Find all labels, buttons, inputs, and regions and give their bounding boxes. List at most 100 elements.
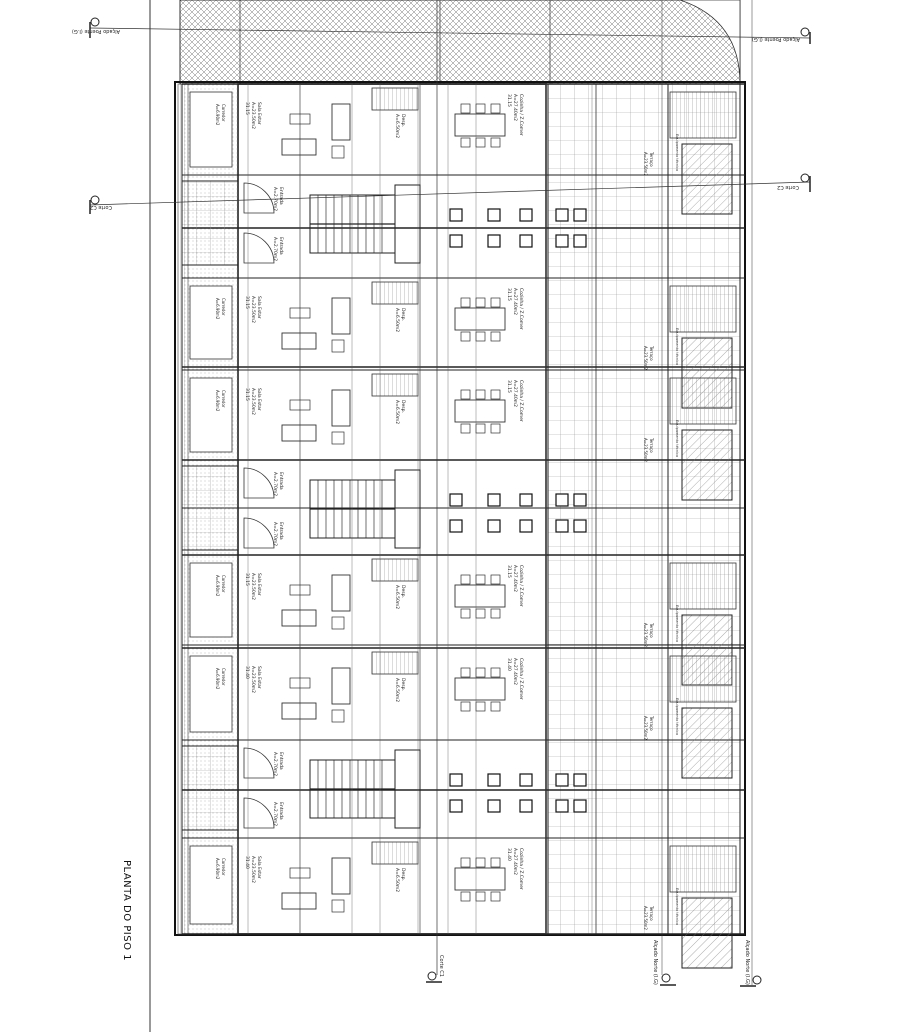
appliance	[573, 799, 587, 813]
room-area-terrace: A=23.50m2	[643, 346, 648, 370]
corridor-room	[189, 655, 233, 733]
chair	[460, 297, 471, 308]
room-area-terrace: A=23.50m2	[643, 438, 648, 462]
room-name-kitchen: Cozinha / Z.Comer	[518, 288, 524, 330]
room-area-storage: A=6.50m2	[394, 678, 400, 702]
equipment-box	[681, 707, 733, 779]
chair	[475, 857, 486, 868]
room-area-terrace: A=23.50m2	[643, 716, 648, 740]
appliance	[449, 799, 463, 813]
room-area-corridor: A=6.90m2	[215, 575, 220, 597]
armchair	[281, 424, 317, 442]
room-area-living: A=23.50m2	[250, 102, 256, 129]
room-name-storage: Desp.	[400, 585, 406, 598]
chair	[490, 103, 501, 114]
equipment-label: Equipamento técnico	[675, 328, 679, 365]
room-name-terrace: Terraço	[649, 345, 654, 361]
room-area-entrance: A=2.70m2	[272, 522, 278, 546]
closet	[371, 373, 419, 397]
room-name-terrace: Terraço	[649, 151, 654, 167]
room-area-entrance: A=2.70m2	[272, 802, 278, 826]
sofa	[331, 574, 351, 612]
room-area-corridor: A=6.90m2	[215, 858, 220, 880]
chair	[475, 701, 486, 712]
chair	[475, 574, 486, 585]
chair	[475, 331, 486, 342]
coffee-table	[289, 307, 311, 319]
side-table	[331, 616, 345, 630]
planter	[669, 91, 737, 139]
sofa	[331, 857, 351, 895]
room-name-entrance: Entrada	[278, 472, 284, 490]
appliance	[449, 773, 463, 787]
chair	[490, 701, 501, 712]
elevation-mark: 31.15	[506, 565, 512, 578]
appliance	[519, 234, 533, 248]
room-name-living: Sala Estar	[256, 666, 262, 689]
dining-table	[454, 399, 506, 423]
corridor-room	[189, 562, 233, 638]
room-area-kitchen: A=27.40m2	[512, 380, 518, 407]
appliance	[555, 208, 569, 222]
chair	[490, 857, 501, 868]
room-name-entrance: Entrada	[278, 802, 284, 820]
equipment-column	[667, 83, 741, 935]
coffee-table	[289, 399, 311, 411]
chair	[475, 608, 486, 619]
chair	[460, 331, 471, 342]
svg-text:Alçado Norte (I.G): Alçado Norte (I.G)	[652, 940, 658, 985]
chair	[475, 137, 486, 148]
room-name-terrace: Terraço	[649, 905, 654, 921]
room-name-kitchen: Cozinha / Z.Comer	[518, 94, 524, 136]
chair	[460, 667, 471, 678]
equipment-label: Equipamento técnico	[675, 134, 679, 171]
chair	[460, 137, 471, 148]
coffee-table	[289, 677, 311, 689]
corridor-room	[189, 377, 233, 453]
appliance	[487, 493, 501, 507]
garden-area	[179, 0, 741, 85]
room-name-kitchen: Cozinha / Z.Comer	[518, 848, 524, 890]
svg-text:Corte C2: Corte C2	[777, 184, 799, 190]
corridor-room	[189, 845, 233, 925]
chair	[460, 103, 471, 114]
door-swing	[243, 467, 275, 499]
entrance-porch	[181, 465, 239, 551]
sofa	[331, 389, 351, 427]
closet	[371, 558, 419, 582]
chair	[490, 608, 501, 619]
elevation-mark: 31.40	[244, 856, 250, 869]
appliance	[519, 799, 533, 813]
side-table	[331, 339, 345, 353]
planter	[669, 377, 737, 425]
chair	[460, 574, 471, 585]
section-marker-mid: Corte C2 Corte C2	[89, 173, 811, 214]
chair	[460, 891, 471, 902]
side-table	[331, 899, 345, 913]
elevation-mark: 31.15	[506, 380, 512, 393]
room-name-entrance: Entrada	[278, 522, 284, 540]
elevation-mark: 31.40	[244, 666, 250, 679]
room-area-kitchen: A=27.40m2	[512, 565, 518, 592]
chair	[490, 297, 501, 308]
room-name-kitchen: Cozinha / Z.Comer	[518, 380, 524, 422]
door-swing	[243, 747, 275, 779]
door-swing	[243, 517, 275, 549]
elevation-mark: 31.15	[244, 296, 250, 309]
chair	[475, 103, 486, 114]
chair	[460, 423, 471, 434]
dining-table	[454, 584, 506, 608]
room-area-kitchen: A=27.40m2	[512, 288, 518, 315]
room-area-entrance: A=2.70m2	[272, 752, 278, 776]
room-area-terrace: A=23.50m2	[643, 152, 648, 176]
chair	[490, 891, 501, 902]
room-area-corridor: A=6.90m2	[215, 668, 220, 690]
room-area-living: A=23.50m2	[250, 666, 256, 693]
appliance	[487, 519, 501, 533]
closet	[371, 841, 419, 865]
room-name-corridor: Corredor	[221, 858, 226, 876]
